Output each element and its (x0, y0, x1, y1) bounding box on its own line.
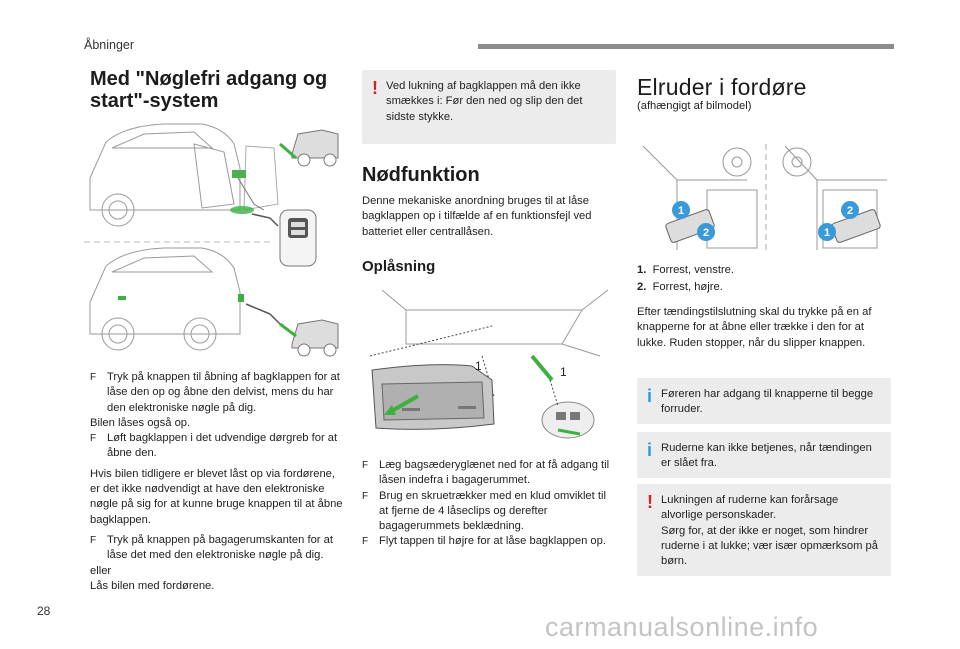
bullet-text: Brug en skruetrækker med en klud omvikle… (379, 489, 606, 533)
bullet-item: F Tryk på knappen på bagagerumskanten for… (90, 533, 344, 564)
info-icon: i (647, 386, 653, 406)
section-header: Åbninger (84, 38, 135, 52)
trunk-lining-illustration: 1 1 (369, 289, 609, 439)
list-text: Forrest, venstre. (652, 264, 735, 276)
middle-steps: F Læg bagsæderyglænet ned for at få adgan… (362, 458, 618, 550)
list-item: 1. Forrest, venstre. (637, 263, 891, 278)
info-icon: i (647, 440, 653, 460)
info-text: Ruderne kan ikke betjenes, når tændingen… (661, 442, 872, 470)
list-number: 2. (637, 281, 647, 294)
warning-icon: ! (372, 78, 378, 98)
list-number: 1. (637, 264, 647, 276)
warning-icon: ! (647, 492, 653, 512)
right-paragraph: Efter tændingstilslutning skal du trykke… (637, 306, 872, 349)
bullet-marker: F (90, 372, 97, 383)
bullet-item: F Løft bagklappen i det udvendige dørgreb… (90, 431, 344, 462)
subtitle: (afhængigt af bilmodel) (637, 100, 752, 112)
bullet-marker: F (362, 490, 369, 502)
header-rule (478, 44, 894, 49)
window-switch-illustration: 1 2 2 1 (642, 144, 887, 250)
warning-line: Lukningen af ruderne kan forårsage alvor… (661, 494, 839, 522)
warning-note: ! Ved lukning af bagklappen må den ikke … (362, 70, 616, 144)
body-text: Bilen låses også op. (90, 416, 191, 429)
bullet-text: Tryk på knappen på bagagerumskanten for … (107, 533, 333, 562)
section-heading: Nødfunktion (362, 164, 480, 186)
bullet-marker: F (90, 433, 97, 445)
bullet-marker: F (90, 534, 97, 546)
callout-badge: 1 (678, 205, 684, 217)
watermark: carmanualsonline.info (545, 612, 819, 642)
list-text: Forrest, højre. (652, 281, 723, 294)
bullet-text: Tryk på knappen til åbning af bagklappen… (107, 371, 340, 414)
section-title: Med "Nøglefri adgang og start"-system (90, 68, 350, 112)
bullet-marker: F (362, 460, 369, 471)
tailgate-illustration (84, 123, 339, 357)
section-paragraph: Denne mekaniske anordning bruges til at … (362, 195, 592, 238)
body-text: Lås bilen med fordørene. (90, 579, 215, 592)
bullet-marker: F (362, 536, 369, 548)
bullet-item: F Flyt tappen til højre for at låse bagkl… (362, 534, 618, 549)
bullet-text: Løft bagklappen i det udvendige dørgreb … (107, 432, 338, 460)
numbered-list: 1. Forrest, venstre. 2. Forrest, højre. (637, 263, 891, 296)
figure-label: 1 (560, 365, 567, 379)
left-body: F Tryk på knappen til åbning af bagklappe… (90, 370, 344, 594)
subheading: Oplåsning (362, 258, 436, 275)
bullet-text: Læg bagsæderyglænet ned for at få adgang… (379, 459, 610, 487)
callout-badge: 2 (847, 205, 853, 217)
body-text: eller (90, 564, 112, 577)
bullet-item: F Læg bagsæderyglænet ned for at få adgan… (362, 458, 618, 489)
section-heading: Elruder i fordøre (637, 74, 807, 100)
warning-text: Lukningen af ruderne kan forårsage alvor… (661, 493, 883, 569)
info-text: Føreren har adgang til knapperne til beg… (661, 388, 874, 416)
page-number: 28 (37, 604, 51, 618)
title-line-2: start"-system (90, 90, 219, 112)
warning-text: Ved lukning af bagklappen må den ikke sm… (386, 80, 583, 123)
bullet-item: F Brug en skruetrækker med en klud omvikl… (362, 489, 618, 535)
warning-note: ! Lukningen af ruderne kan forårsage alv… (637, 484, 891, 576)
bullet-text: Flyt tappen til højre for at låse bagkla… (379, 535, 606, 548)
bullet-item: F Tryk på knappen til åbning af bagklappe… (90, 370, 344, 416)
callout-badge: 1 (824, 227, 830, 239)
info-note: i Ruderne kan ikke betjenes, når tænding… (637, 432, 891, 478)
body-paragraph: Hvis bilen tidligere er blevet låst op v… (90, 467, 343, 526)
callout-badge: 2 (703, 227, 709, 239)
list-item: 2. Forrest, højre. (637, 280, 891, 295)
info-note: i Føreren har adgang til knapperne til b… (637, 378, 891, 424)
title-line-1: Med "Nøglefri adgang og (90, 68, 328, 90)
figure-label: 1 (475, 359, 482, 373)
warning-line: Sørg for, at der ikke er noget, som hind… (661, 524, 878, 568)
